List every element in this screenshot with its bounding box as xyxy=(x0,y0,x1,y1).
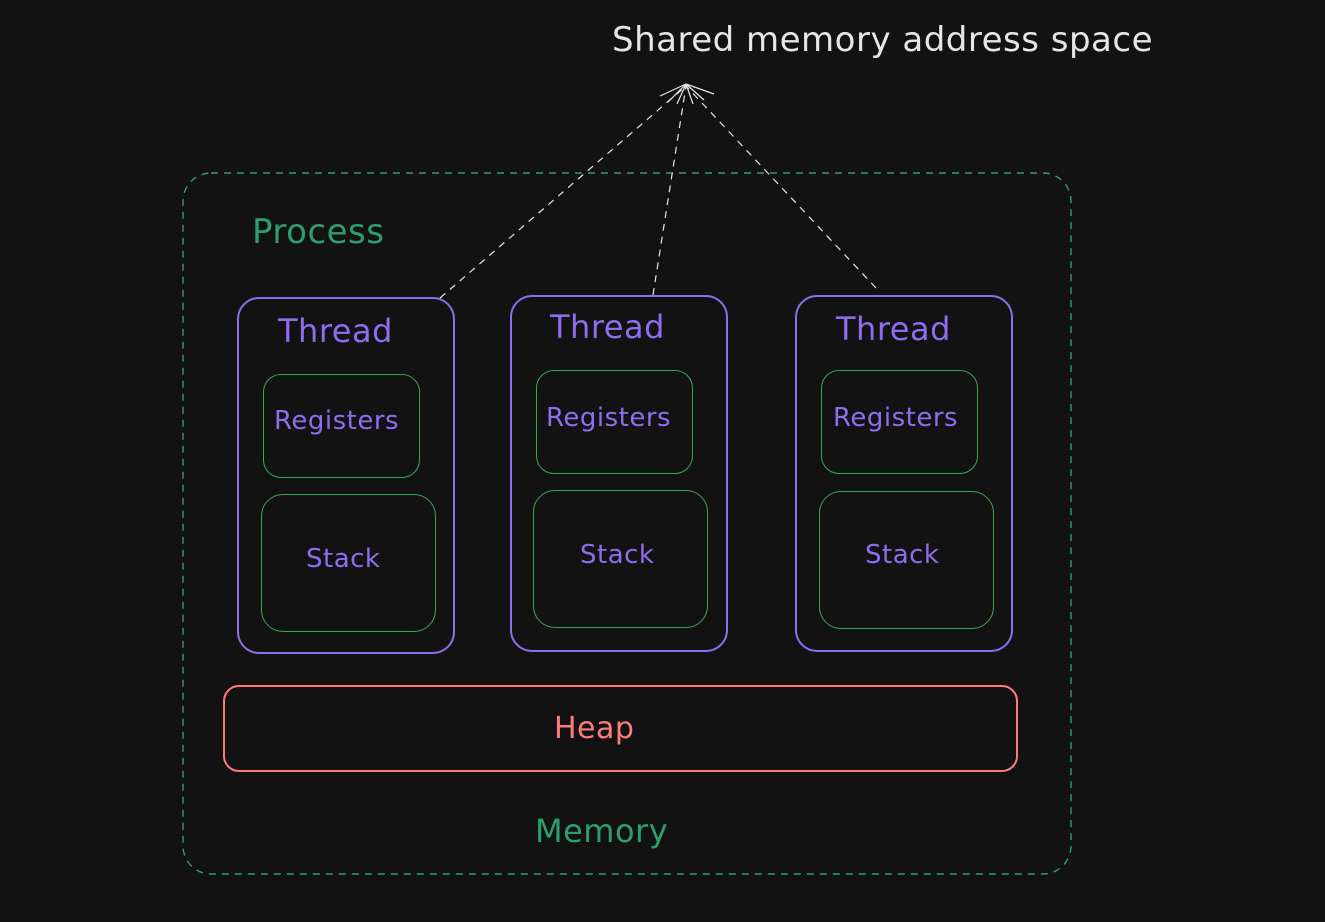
heap-box xyxy=(223,685,1018,772)
thread-box xyxy=(510,295,728,652)
stack-box xyxy=(819,491,994,629)
registers-label: Registers xyxy=(274,406,400,436)
thread-label: Thread xyxy=(836,310,951,348)
registers-box xyxy=(536,370,693,474)
registers-label: Registers xyxy=(546,403,672,433)
thread-box xyxy=(795,295,1013,652)
stack-box xyxy=(533,490,708,628)
stack-label: Stack xyxy=(306,544,381,574)
diagram-title: Shared memory address space xyxy=(612,20,1153,60)
thread-label: Thread xyxy=(550,308,665,346)
arrow-line-thread-2 xyxy=(652,85,687,296)
registers-box xyxy=(821,370,978,474)
arrow-line-thread-1 xyxy=(439,85,687,299)
thread-box xyxy=(237,297,455,654)
memory-label: Memory xyxy=(535,812,669,850)
arrowhead-icon xyxy=(659,83,715,105)
registers-box xyxy=(263,374,420,478)
process-container xyxy=(182,172,1072,875)
stack-box xyxy=(261,494,436,632)
registers-label: Registers xyxy=(833,403,959,433)
arrow-line-thread-3 xyxy=(685,85,877,289)
process-label: Process xyxy=(252,212,385,252)
thread-label: Thread xyxy=(278,312,393,350)
heap-label: Heap xyxy=(554,711,635,746)
stack-label: Stack xyxy=(580,540,655,570)
stack-label: Stack xyxy=(865,540,940,570)
